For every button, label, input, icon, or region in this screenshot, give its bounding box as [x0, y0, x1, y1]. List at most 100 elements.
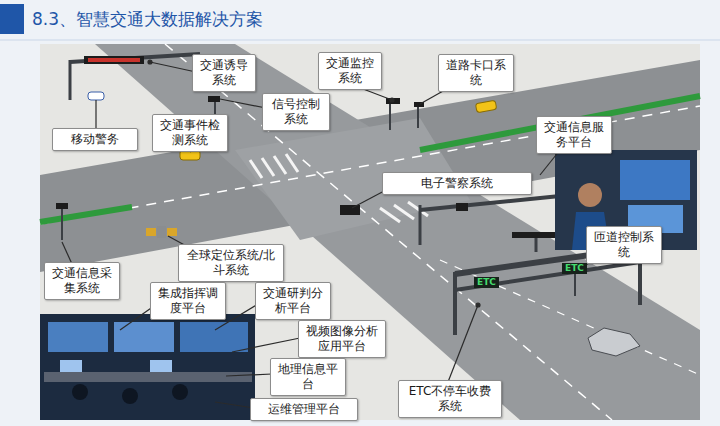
- camera: [456, 203, 468, 211]
- callout-box: 交通监控 系统: [318, 52, 382, 90]
- title-rule: [0, 40, 720, 41]
- leader-line: [220, 99, 266, 108]
- leader-dot: [148, 60, 152, 64]
- callout-text: 交通诱导 系统: [198, 58, 250, 88]
- police-car: [88, 92, 104, 100]
- callout-box: 视频图像分析 应用平台: [298, 320, 386, 358]
- pole: [453, 272, 457, 335]
- sensor: [56, 203, 68, 209]
- callout-text: 信号控制 系统: [268, 97, 324, 127]
- leader-line: [120, 306, 154, 330]
- screen: [60, 360, 82, 372]
- stripe: [286, 154, 298, 172]
- lane-line: [440, 260, 700, 375]
- solar-panel: [146, 228, 156, 236]
- camera: [340, 205, 360, 215]
- leader-line: [62, 242, 72, 264]
- callout-text: 匝道控制系 统: [592, 230, 656, 260]
- callout-text: 移动警务: [58, 132, 132, 147]
- pole: [69, 60, 72, 100]
- leader-line: [215, 402, 254, 408]
- person: [172, 384, 188, 400]
- title-bar: [0, 4, 24, 34]
- stripe: [380, 208, 400, 222]
- callout-box: 运维管理平台: [250, 398, 358, 421]
- callout-box: 移动警务: [52, 128, 138, 151]
- callout-box: ETC不停车收费 系统: [398, 380, 502, 418]
- satellite: [146, 226, 177, 238]
- taxi: [475, 100, 496, 112]
- pole: [389, 100, 391, 130]
- person: [578, 183, 602, 207]
- callout-text: 交通监控 系统: [324, 56, 376, 86]
- callout-text: 集成指挥调 度平台: [156, 286, 220, 316]
- beam: [70, 54, 200, 62]
- callout-text: 交通信息采 集系统: [50, 266, 114, 296]
- screen: [150, 360, 172, 372]
- beam: [420, 196, 560, 210]
- gantry-sign-text: ETC: [562, 263, 587, 274]
- leader-line: [448, 305, 478, 382]
- callout-box: 信号控制 系统: [262, 93, 330, 131]
- callout-box: 集成指挥调 度平台: [150, 282, 226, 320]
- gantry-sign-text: ETC: [474, 277, 499, 288]
- monitor: [48, 322, 108, 352]
- leader-dot: [476, 303, 480, 307]
- leader-line: [226, 374, 272, 376]
- callout-box: 交通事件检 测系统: [152, 114, 228, 152]
- callout-box: 匝道控制系 统: [586, 226, 662, 264]
- monitor: [620, 160, 690, 200]
- callout-text: 交通信息服 务平台: [542, 120, 606, 150]
- scene-ground: [40, 44, 700, 420]
- callout-box: 交通研判分 析平台: [255, 282, 331, 320]
- green-median: [420, 96, 700, 150]
- monitor: [114, 322, 174, 352]
- callout-text: 交通事件检 测系统: [158, 118, 222, 148]
- callout-text: 全球定位系统/北 斗系统: [184, 248, 278, 278]
- satellite-body: [157, 226, 166, 238]
- sign: [512, 232, 562, 238]
- callout-text: 交通研判分 析平台: [261, 286, 325, 316]
- page-title: 8.3、智慧交通大数据解决方案: [32, 8, 263, 30]
- beam: [455, 262, 640, 290]
- callout-box: 交通诱导 系统: [192, 54, 256, 92]
- callout-box: 全球定位系统/北 斗系统: [178, 244, 284, 282]
- person: [72, 384, 88, 400]
- person: [122, 388, 138, 404]
- photo-ground: [40, 314, 255, 420]
- gantries: [70, 54, 640, 335]
- leader-line: [95, 100, 96, 130]
- leader-line: [352, 190, 386, 208]
- callout-box: 道路卡口系 统: [438, 54, 514, 92]
- callout-text: 地理信息平 台: [276, 362, 340, 392]
- desk: [44, 372, 252, 382]
- stripe: [250, 160, 262, 178]
- solar-panel: [167, 228, 177, 236]
- callout-text: 道路卡口系 统: [444, 58, 508, 88]
- leader-line: [150, 62, 196, 72]
- callout-text: 运维管理平台: [256, 402, 352, 417]
- callout-text: ETC不停车收费 系统: [404, 384, 496, 414]
- leader-dot: [390, 98, 394, 102]
- pole: [417, 104, 419, 128]
- roads: [40, 44, 700, 420]
- callout-text: 视频图像分析 应用平台: [304, 324, 380, 354]
- stripe: [262, 158, 274, 176]
- leader-lines: [62, 60, 600, 408]
- callout-text: 电子警察系统: [388, 176, 526, 191]
- callout-box: 地理信息平 台: [270, 358, 346, 396]
- leader-line: [232, 338, 300, 352]
- stripe: [274, 156, 286, 174]
- monitor: [180, 322, 248, 352]
- stripe: [394, 205, 414, 219]
- green-median: [40, 207, 132, 222]
- led-sign: [84, 56, 144, 64]
- command-center-photo: [40, 314, 255, 420]
- signal-head: [208, 96, 220, 102]
- callout-box: 交通信息服 务平台: [536, 116, 612, 154]
- callout-box: 交通信息采 集系统: [44, 262, 120, 300]
- car: [588, 328, 640, 356]
- callout-box: 电子警察系统: [382, 172, 532, 195]
- led-glow: [88, 58, 140, 62]
